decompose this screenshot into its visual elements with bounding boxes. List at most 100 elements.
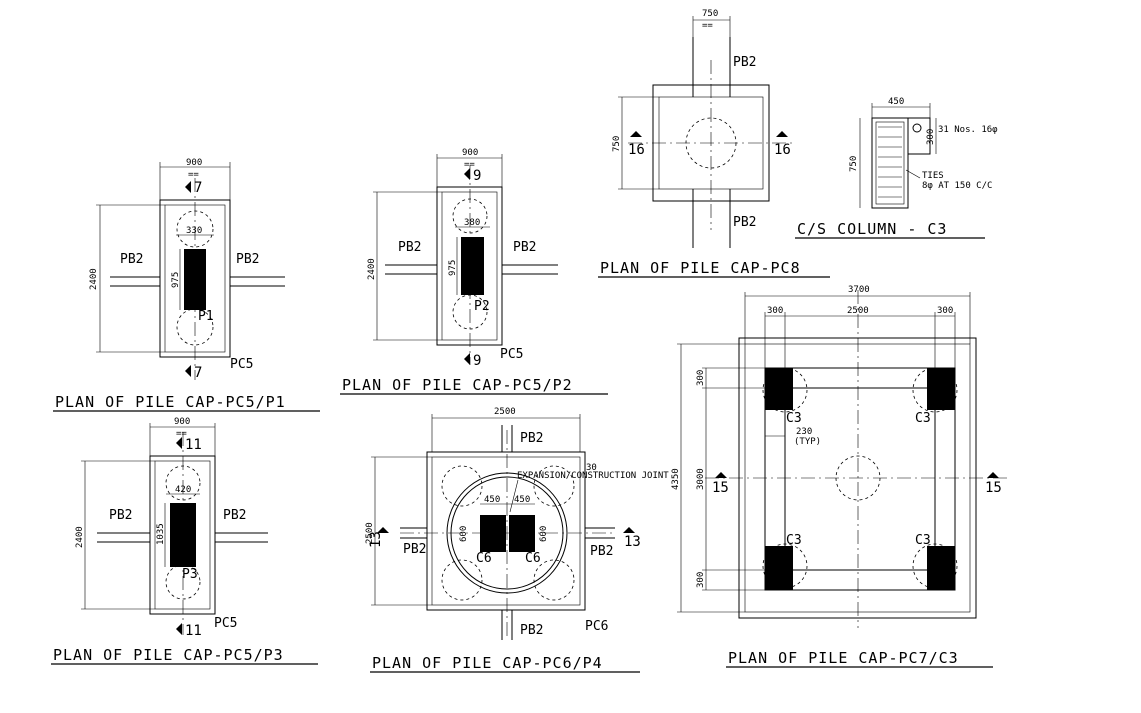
ties-note-2: 8φ AT 150 C/C xyxy=(922,181,992,191)
section-arrow-icon xyxy=(464,353,470,365)
title-pc8: PLAN OF PILE CAP-PC8 xyxy=(600,259,801,277)
pile-tag: P3 xyxy=(182,567,198,582)
pile-cap-outline xyxy=(426,451,586,611)
dim-width: 3700 xyxy=(848,285,870,295)
joint-circle-inner xyxy=(450,476,564,590)
beam-label-right: PB2 xyxy=(236,252,259,267)
section-arrow-icon xyxy=(377,527,389,533)
dim-width: 750 xyxy=(702,9,718,19)
dim-length: 4350 xyxy=(671,468,681,490)
pile-circle xyxy=(685,117,737,169)
joint-circle xyxy=(446,472,568,594)
dim-equal: == xyxy=(176,429,187,439)
beam-label-left: PB2 xyxy=(398,240,421,255)
section-arrow-icon xyxy=(176,623,182,635)
dim-column-width: 420 xyxy=(175,485,191,495)
grade-beam-inner xyxy=(784,387,936,571)
dim-joint: 30 xyxy=(586,463,597,473)
column-block xyxy=(170,503,196,567)
column-block xyxy=(765,546,793,590)
section-arrow-icon xyxy=(185,365,191,377)
column-ties xyxy=(875,121,905,205)
dim-col-depth-right: 600 xyxy=(539,526,549,542)
beam-label-top: PB2 xyxy=(520,431,543,446)
dim-width: 900 xyxy=(174,417,190,427)
pile-cap-inner xyxy=(431,456,581,606)
column-tag: C3 xyxy=(915,411,931,426)
dim-left-col: 300 xyxy=(767,306,783,316)
grade-beam-outer xyxy=(764,367,956,591)
dim-return: 300 xyxy=(926,129,936,145)
pile-cap-inner xyxy=(441,191,498,341)
pile-circle xyxy=(441,465,483,507)
cap-tag: PC5 xyxy=(214,616,237,631)
dim-length: 2400 xyxy=(367,258,377,280)
section-mark-left: 16 xyxy=(628,142,645,158)
column-block xyxy=(927,546,955,590)
pile-circle xyxy=(176,210,214,248)
plan-pc5-p1: 900 == 2400 330 975 PB2 PB2 P1 PC5 7 7 P… xyxy=(53,158,320,412)
title-pc7-c3: PLAN OF PILE CAP-PC7/C3 xyxy=(728,649,959,667)
dim-col-depth-left: 600 xyxy=(459,526,469,542)
beam-label-bottom: PB2 xyxy=(733,215,756,230)
dim-right-col: 300 xyxy=(937,306,953,316)
column-tag: C3 xyxy=(786,533,802,548)
ties-note-1: TIES xyxy=(922,171,944,181)
dim-col-right: 450 xyxy=(514,495,530,505)
section-mark-top: 7 xyxy=(194,180,202,196)
section-arrow-icon xyxy=(987,472,999,478)
dim-width: 900 xyxy=(186,158,202,168)
section-mark-top: 11 xyxy=(185,437,202,453)
pile-circle xyxy=(441,559,483,601)
plan-pc8: 750 == 750 PB2 PB2 16 16 PLAN OF PILE CA… xyxy=(598,9,830,278)
column-block xyxy=(461,237,484,295)
dim-column-width: 330 xyxy=(186,226,202,236)
section-arrow-icon xyxy=(623,527,635,533)
dim-equal: == xyxy=(464,160,475,170)
dim-column-width: 380 xyxy=(464,218,480,228)
section-mark-right: 13 xyxy=(624,534,641,550)
dim-length: 2400 xyxy=(75,526,85,548)
joint-label: EXPANSION/CONSTRUCTION JOINT xyxy=(517,471,669,481)
column-outline-return xyxy=(907,117,931,155)
column-block xyxy=(927,368,955,410)
dim-equal: == xyxy=(702,21,713,31)
dim-beam-width: 230 xyxy=(796,427,812,437)
pile-circle xyxy=(762,543,808,589)
dim-width: 450 xyxy=(888,97,904,107)
beam-label-right: PB2 xyxy=(513,240,536,255)
pile-cap-inner xyxy=(154,460,211,610)
dim-column-length: 1035 xyxy=(156,523,166,545)
title-pc5-p1: PLAN OF PILE CAP-PC5/P1 xyxy=(55,393,286,411)
dim-column-length: 975 xyxy=(448,260,458,276)
plan-pc7-c3: 3700 300 2500 300 4350 300 3000 300 230 … xyxy=(671,285,1010,668)
column-block-right xyxy=(509,515,535,552)
dim-width: 900 xyxy=(462,148,478,158)
dim-mid: 2500 xyxy=(847,306,869,316)
pile-circle xyxy=(533,559,575,601)
section-arrow-icon xyxy=(776,131,788,137)
column-block-left xyxy=(480,515,506,552)
beam-label-right: PB2 xyxy=(223,508,246,523)
title-pc5-p2: PLAN OF PILE CAP-PC5/P2 xyxy=(342,376,573,394)
section-mark-top: 9 xyxy=(473,168,481,184)
dim-typ: (TYP) xyxy=(794,437,821,447)
dim-width: 2500 xyxy=(494,407,516,417)
pile-cap-outline xyxy=(436,186,503,346)
column-tag: C3 xyxy=(915,533,931,548)
beam-label-left: PB2 xyxy=(120,252,143,267)
dim-mid-vert: 3000 xyxy=(696,468,706,490)
beam-label-bottom: PB2 xyxy=(520,623,543,638)
beam-label-right: PB2 xyxy=(590,544,613,559)
pile-cap-outline xyxy=(149,455,216,615)
column-block xyxy=(184,249,206,310)
section-mark-bottom: 7 xyxy=(194,365,202,381)
dim-length: 750 xyxy=(612,136,622,152)
dim-length: 2500 xyxy=(365,522,375,544)
rebar-icon xyxy=(912,123,922,133)
title-pc5-p3: PLAN OF PILE CAP-PC5/P3 xyxy=(53,646,284,664)
beam-label-left: PB2 xyxy=(109,508,132,523)
section-arrow-icon xyxy=(715,472,727,478)
dim-top-col: 300 xyxy=(696,370,706,386)
